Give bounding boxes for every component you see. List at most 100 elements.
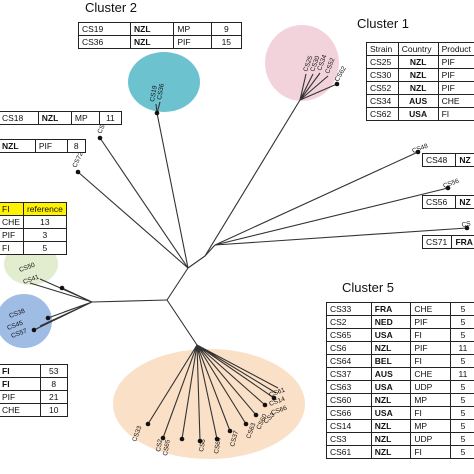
table-cell: CS18: [0, 111, 39, 125]
table-header: Country: [397, 42, 439, 56]
table-cell: CS34: [366, 94, 399, 108]
table-cell: 9: [210, 22, 243, 36]
table-cell: USA: [370, 380, 412, 394]
table-cell: FI: [410, 328, 451, 342]
table-cell: BEL: [370, 354, 412, 368]
table-cell: NZL: [37, 111, 72, 125]
table-cell: CHE: [410, 302, 451, 316]
table-cell: PIF: [0, 228, 24, 242]
table-header: FI: [0, 202, 24, 216]
table-header-row: FI reference: [0, 202, 67, 216]
table-cell: FI: [410, 354, 451, 368]
leaf-label: CS65: [162, 439, 172, 457]
leaf-label: CS64: [213, 437, 223, 455]
table-cell: CHE: [0, 215, 24, 229]
table-cell: CHE: [437, 94, 474, 108]
table-cell: CS3: [326, 432, 372, 446]
table-cell: CS63: [326, 380, 372, 394]
table-cell: 5: [449, 380, 474, 394]
table-cell: CS2: [326, 315, 372, 329]
table-cell: PIF: [173, 35, 212, 49]
table-cell: NED: [370, 315, 412, 329]
table-cell: CS66: [326, 406, 372, 420]
table-cell: CS56: [421, 195, 457, 209]
table-cell: FRA: [370, 302, 412, 316]
table-cell: UDP: [410, 380, 451, 394]
table-cell: 8: [66, 139, 87, 153]
leaf-label: CS36: [156, 83, 166, 101]
table-cell: NZL: [0, 139, 36, 153]
table-cell: 5: [449, 354, 474, 368]
cluster2-ellipse: [128, 52, 200, 112]
table-cell: CHE: [0, 403, 41, 417]
table-cell: 10: [39, 403, 69, 417]
table-cell: 5: [449, 328, 474, 342]
table-cell: 15: [210, 35, 243, 49]
table-cell: NZL: [370, 445, 412, 459]
table-header: Product: [437, 42, 474, 56]
table-cell: USA: [397, 107, 439, 121]
table-cell: USA: [370, 328, 412, 342]
table-cell: 8: [39, 377, 69, 391]
table-cell: CS62: [366, 107, 399, 121]
table-cell: PIF: [0, 390, 41, 404]
table-cell: NZL: [370, 432, 412, 446]
leaf-label: CS2: [155, 438, 164, 452]
table-cell: FI: [0, 364, 41, 378]
leaf-label: CS72: [71, 151, 84, 169]
table-cell: CS64: [326, 354, 372, 368]
table-cell: NZ: [455, 195, 474, 209]
table-cell: FI: [410, 406, 451, 420]
table-cell: CS60: [326, 393, 372, 407]
table-cell: NZL: [130, 35, 175, 49]
table-cell: PIF: [410, 341, 451, 355]
table-cell: 11: [98, 111, 123, 125]
tree-branches: [29, 72, 468, 442]
table-row: CS18 NZL MP 11: [0, 111, 123, 125]
table-cell: CS19: [77, 22, 132, 36]
table-cell: CS14: [326, 419, 372, 433]
table-row: CS56 NZ: [421, 195, 474, 209]
leaf-label: CS56: [442, 178, 460, 190]
table-cell: 5: [449, 406, 474, 420]
table-cell: NZ: [455, 153, 474, 167]
table-cell: NZL: [397, 55, 439, 69]
cluster2-title: Cluster 2: [85, 0, 138, 15]
cluster2-table: CS19 NZL MP 9 CS36 NZL PIF 15: [77, 22, 243, 49]
table-cell: 11: [449, 341, 474, 355]
table-cell: 5: [449, 445, 474, 459]
table-cell: CS33: [326, 302, 372, 316]
leaf-label: CS: [461, 220, 472, 229]
cluster5-title: Cluster 5: [342, 280, 395, 295]
table-cell: AUS: [397, 94, 439, 108]
table-row: CS19 NZL MP 9: [77, 22, 243, 36]
table-cell: CS25: [366, 55, 399, 69]
table-header-row: Strain Country Product: [366, 42, 474, 56]
table-cell: 5: [449, 393, 474, 407]
table-cell: 21: [39, 390, 69, 404]
table-cell: CS48: [421, 153, 457, 167]
table-cell: 5: [449, 419, 474, 433]
table-cell: PIF: [437, 68, 474, 82]
cs48-table: CS48 NZ: [421, 153, 474, 167]
table-cell: MP: [410, 393, 451, 407]
table-cell: FRA: [451, 235, 474, 249]
table-header: reference: [22, 202, 67, 216]
table-cell: MP: [410, 419, 451, 433]
